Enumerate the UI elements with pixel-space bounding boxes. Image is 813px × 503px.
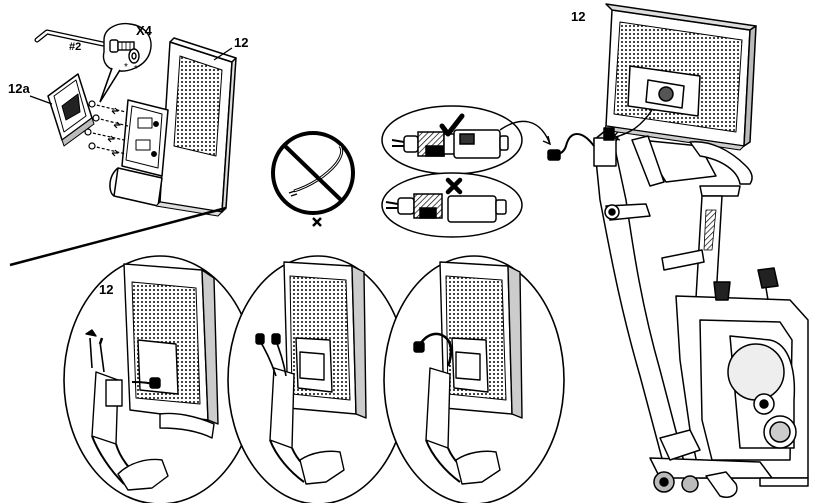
svg-text:*: *: [134, 64, 138, 75]
detail-circle-2: [228, 256, 408, 503]
detail-circle-1: [64, 256, 256, 503]
x-icon: [313, 218, 321, 226]
section-divider: [10, 208, 226, 265]
cover-label: 12a: [8, 82, 30, 95]
console-label-bike: 12: [571, 10, 585, 23]
no-symbol-icon: [273, 133, 353, 226]
console-label-detail: 12: [99, 283, 113, 296]
wrench-label: #2: [69, 42, 81, 53]
quantity-label: X4: [136, 24, 152, 37]
detail-circle-3: [384, 256, 564, 503]
console-label-top-left: 12: [234, 36, 248, 49]
connector-correct-bubble: [382, 106, 522, 174]
exercise-bike: [548, 4, 808, 497]
svg-text:*: *: [124, 62, 128, 73]
